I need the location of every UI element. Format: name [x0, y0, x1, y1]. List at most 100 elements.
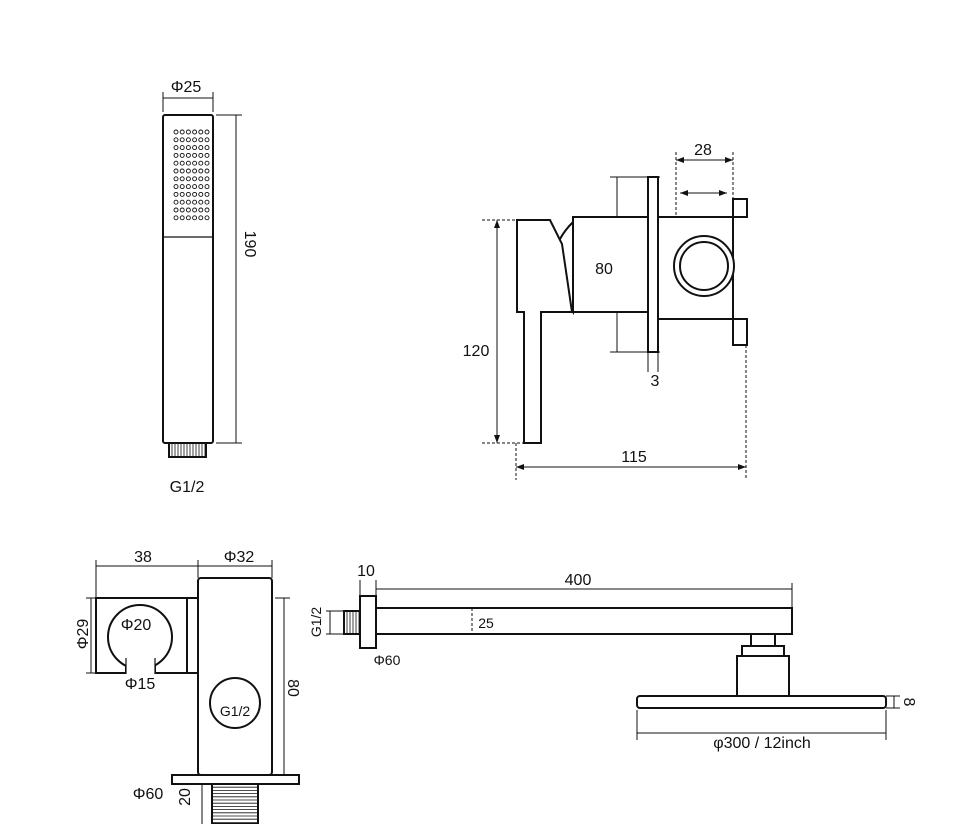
spray-nozzle [185, 168, 191, 174]
holder-flange-label: Φ60 [133, 786, 164, 803]
holder-thread-length-label: 20 [177, 788, 194, 806]
spray-nozzle [173, 129, 179, 135]
holder-outlet [209, 677, 261, 729]
spray-nozzle [204, 168, 210, 174]
hand-shower-thread-label: G1/2 [170, 479, 205, 496]
holder-diameter-label: Φ29 [75, 619, 92, 650]
spray-nozzle [179, 176, 185, 182]
hand-shower: Φ25 190 G1/2 [162, 79, 258, 496]
spray-nozzle [173, 152, 179, 158]
valve-sleeve [572, 216, 649, 313]
spray-nozzle [185, 145, 191, 151]
spray-nozzle [192, 207, 198, 213]
spray-nozzle [173, 176, 179, 182]
spray-nozzle [198, 152, 204, 158]
spray-nozzle [185, 176, 191, 182]
spray-nozzle [179, 184, 185, 190]
shower-arm: 10 400 G1/2 25 Φ60 [308, 563, 793, 668]
head-thickness-label: 8 [900, 698, 917, 707]
holder-body [197, 577, 273, 776]
spray-nozzle [198, 176, 204, 182]
spray-nozzle [192, 129, 198, 135]
spray-nozzle [198, 207, 204, 213]
spray-nozzle [173, 184, 179, 190]
spray-nozzle [185, 160, 191, 166]
holder-ring-diameter-label: Φ20 [121, 617, 152, 634]
spray-nozzle [173, 168, 179, 174]
thread-hatching [212, 786, 258, 823]
spray-nozzle [198, 191, 204, 197]
spray-nozzle [179, 215, 185, 221]
spray-nozzle [198, 168, 204, 174]
spray-nozzle [179, 191, 185, 197]
spray-nozzle [185, 207, 191, 213]
spray-nozzle [204, 199, 210, 205]
spray-nozzle [204, 176, 210, 182]
holder-ring [107, 604, 173, 670]
spray-nozzle [204, 160, 210, 166]
spray-nozzle [198, 160, 204, 166]
arm-length-label: 400 [565, 572, 592, 589]
valve-body-height-label: 80 [595, 261, 613, 278]
shower-head: 8 φ300 / 12inch [636, 633, 917, 752]
spray-nozzle [192, 215, 198, 221]
arm-thread-label: G1/2 [308, 607, 324, 638]
spray-nozzle [185, 215, 191, 221]
spray-nozzle [179, 199, 185, 205]
spray-nozzle [185, 137, 191, 143]
spray-nozzle [198, 129, 204, 135]
spray-nozzle [198, 145, 204, 151]
arm-tube [375, 607, 793, 635]
spray-nozzle [204, 145, 210, 151]
holder-slot-label: Φ15 [125, 676, 156, 693]
spray-nozzle [185, 184, 191, 190]
spray-nozzle [192, 199, 198, 205]
hand-shower-diameter-label: Φ25 [171, 79, 202, 96]
arm-flange [359, 595, 377, 649]
spray-nozzle [179, 129, 185, 135]
holder-collar [186, 597, 199, 674]
spray-nozzle [198, 137, 204, 143]
spray-nozzle [192, 191, 198, 197]
valve-width-label: 28 [694, 142, 712, 159]
valve-stub-bottom [732, 318, 748, 346]
spray-nozzle [192, 160, 198, 166]
spray-nozzle [192, 168, 198, 174]
spray-nozzle [192, 137, 198, 143]
plate-thickness-label: 3 [651, 373, 660, 390]
spray-nozzle [204, 152, 210, 158]
spray-nozzle [173, 199, 179, 205]
holder-outlet-label: G1/2 [220, 703, 251, 719]
spray-nozzle [173, 215, 179, 221]
arm-flange-diameter-label: Φ60 [374, 652, 401, 668]
wall-plate [647, 176, 659, 353]
holder-width-label: 38 [134, 549, 152, 566]
spray-nozzle [204, 207, 210, 213]
spray-nozzle [192, 145, 198, 151]
spray-nozzle [173, 207, 179, 213]
head-connector [750, 633, 776, 647]
head-swivel [736, 655, 790, 697]
spray-nozzle [179, 152, 185, 158]
spray-nozzle [185, 199, 191, 205]
spray-nozzle [185, 129, 191, 135]
spray-nozzle [179, 207, 185, 213]
arm-width-label: 25 [478, 615, 494, 631]
spray-nozzle [179, 168, 185, 174]
head-plate [636, 695, 887, 709]
valve-depth-label: 115 [621, 449, 647, 466]
holder-height-label: 80 [284, 679, 301, 697]
arm-flange-thickness-label: 10 [357, 563, 375, 580]
spray-nozzle [185, 191, 191, 197]
spray-nozzle [179, 137, 185, 143]
hand-shower-thread [168, 442, 207, 458]
spray-nozzle [179, 145, 185, 151]
spray-nozzle [173, 137, 179, 143]
holder-flange [171, 774, 300, 785]
spray-nozzle [173, 145, 179, 151]
mixer-valve: 28 80 120 3 115 [463, 142, 748, 480]
spray-nozzle [204, 129, 210, 135]
spray-nozzle [204, 191, 210, 197]
head-nut [741, 645, 785, 657]
